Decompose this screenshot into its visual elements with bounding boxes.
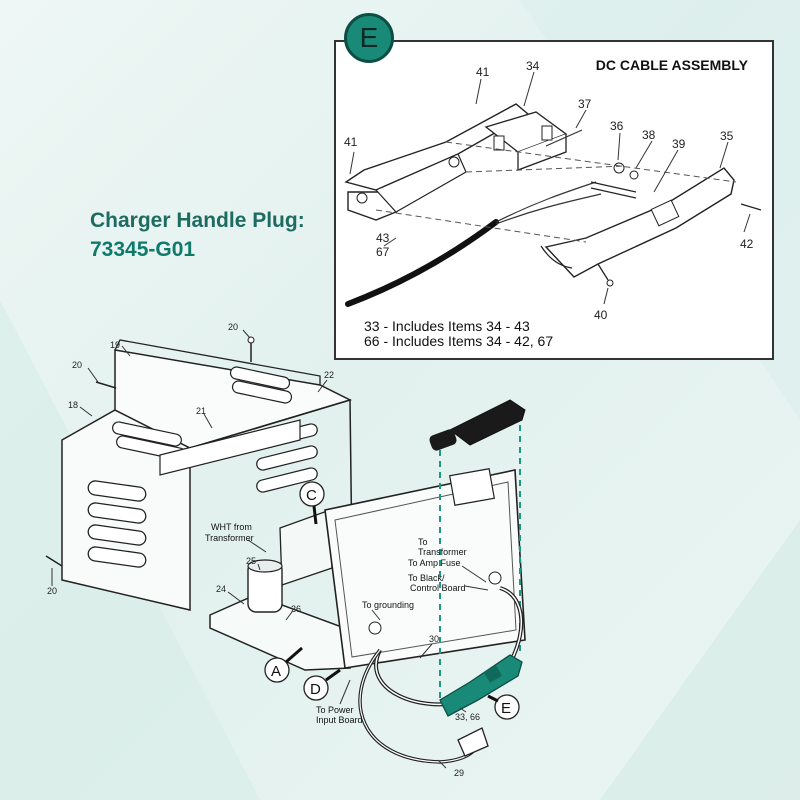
detail-e-badge: E: [344, 13, 394, 63]
label-control-board: Control Board: [410, 583, 466, 593]
callout-18: 18: [68, 400, 78, 410]
callout-34: 34: [526, 59, 540, 73]
svg-text:A: A: [271, 663, 281, 680]
callout-20b: 20: [72, 360, 82, 370]
product-headline: Charger Handle Plug: 73345-G01: [90, 206, 305, 264]
callout-35: 35: [720, 129, 734, 143]
callout-21: 21: [196, 406, 206, 416]
callout-37: 37: [578, 97, 592, 111]
circled-letter-a: A: [264, 646, 303, 683]
callout-30: 30: [429, 634, 439, 644]
dc-cable-assembly-drawing: 41 34 37 41 36 38 39 35 43 67 42 40: [344, 59, 762, 322]
circled-letter-c: C: [299, 481, 325, 525]
svg-text:D: D: [310, 681, 321, 698]
label-to-amp-fuse: To Amp Fuse: [408, 558, 461, 568]
callout-41a: 41: [476, 65, 490, 79]
inset-note-66: 66 - Includes Items 34 - 42, 67: [364, 333, 554, 349]
label-to-black: To Black/: [408, 573, 445, 583]
vent-louvers: [87, 480, 147, 568]
circled-letter-e: E: [487, 694, 520, 720]
callout-33-66: 33, 66: [455, 712, 480, 722]
callout-67: 67: [376, 245, 390, 259]
label-to-grounding: To grounding: [362, 600, 414, 610]
callout-42: 42: [740, 237, 754, 251]
callout-41b: 41: [344, 135, 358, 149]
callout-19: 19: [110, 340, 120, 350]
label-to-transformer-1: To: [418, 537, 428, 547]
label-wht-transformer: Transformer: [205, 533, 254, 543]
callout-26: 26: [291, 604, 301, 614]
callout-40: 40: [594, 308, 608, 322]
inset-title: DC CABLE ASSEMBLY: [595, 57, 748, 73]
label-input-board: Input Board: [316, 715, 363, 725]
callout-36: 36: [610, 119, 624, 133]
label-to-power: To Power: [316, 705, 354, 715]
label-wht-from: WHT from: [211, 522, 252, 532]
label-to-transformer-2: Transformer: [418, 547, 467, 557]
svg-text:C: C: [306, 487, 317, 504]
circled-letter-d: D: [303, 668, 341, 701]
svg-text:E: E: [501, 700, 511, 717]
callout-25: 25: [246, 556, 256, 566]
inset-notes: 33 - Includes Items 34 - 43 66 - Include…: [364, 319, 553, 349]
headline-part-number: 73345-G01: [90, 238, 196, 261]
callout-20c: 20: [47, 586, 57, 596]
callout-20a: 20: [228, 322, 238, 332]
callout-43: 43: [376, 231, 390, 245]
callout-22: 22: [324, 370, 334, 380]
callout-38: 38: [642, 128, 656, 142]
inset-note-33: 33 - Includes Items 34 - 43: [364, 318, 530, 334]
callout-39: 39: [672, 137, 686, 151]
dc-cable-assembly-inset: DC CABLE ASSEMBLY: [334, 40, 774, 360]
callout-24: 24: [216, 584, 226, 594]
callout-29: 29: [454, 768, 464, 778]
headline-title: Charger Handle Plug:: [90, 209, 305, 232]
